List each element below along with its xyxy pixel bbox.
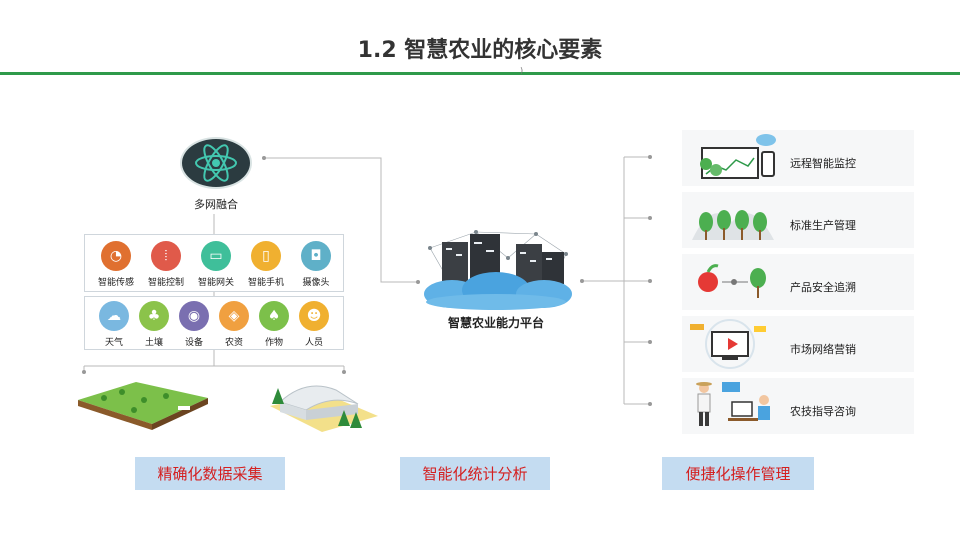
item-sensor: ◔ 智能传感 bbox=[93, 241, 139, 288]
item-people: ☻ 人员 bbox=[291, 301, 337, 348]
crop-icon: ♠ bbox=[259, 301, 289, 331]
card-remote-monitoring bbox=[682, 130, 914, 186]
item-device: ◉ 设备 bbox=[171, 301, 217, 348]
item-soil: ♣ 土壤 bbox=[131, 301, 177, 348]
section-data-collection: 精确化数据采集 bbox=[135, 457, 285, 490]
label-agri-consulting: 农技指导咨询 bbox=[790, 405, 856, 418]
item-gateway: ▭ 智能网关 bbox=[193, 241, 239, 288]
person-icon: ☻ bbox=[299, 301, 329, 331]
item-supplies: ◈ 农资 bbox=[211, 301, 257, 348]
hub-label: 多网融合 bbox=[194, 198, 238, 211]
item-crop: ♠ 作物 bbox=[251, 301, 297, 348]
device-icon: ◉ bbox=[179, 301, 209, 331]
camera-icon: ◘ bbox=[301, 241, 331, 271]
label-standard-production: 标准生产管理 bbox=[790, 219, 856, 232]
card-product-traceability bbox=[682, 254, 914, 310]
label-market-marketing: 市场网络营销 bbox=[790, 343, 856, 356]
section-operation-management: 便捷化操作管理 bbox=[662, 457, 814, 490]
sensor-icon: ◔ bbox=[101, 241, 131, 271]
label-remote-monitoring: 远程智能监控 bbox=[790, 157, 856, 170]
cloud-server-icon bbox=[424, 230, 572, 310]
network-hub-icon bbox=[180, 137, 252, 189]
bag-icon: ◈ bbox=[219, 301, 249, 331]
item-phone: ▯ 智能手机 bbox=[243, 241, 289, 288]
item-camera: ◘ 摄像头 bbox=[293, 241, 339, 288]
phone-icon: ▯ bbox=[251, 241, 281, 271]
monitor-icon bbox=[700, 134, 776, 179]
label-product-traceability: 产品安全追溯 bbox=[790, 281, 856, 294]
card-agri-consulting bbox=[682, 378, 914, 434]
title-divider bbox=[0, 72, 960, 75]
card-standard-production bbox=[682, 192, 914, 248]
item-weather: ☁ 天气 bbox=[91, 301, 137, 348]
sprout-icon: ♣ bbox=[139, 301, 169, 331]
consult-icon bbox=[696, 382, 770, 426]
gateway-icon: ▭ bbox=[201, 241, 231, 271]
section-statistical-analysis: 智能化统计分析 bbox=[400, 457, 550, 490]
cloud-icon: ☁ bbox=[99, 301, 129, 331]
marketing-icon bbox=[690, 319, 766, 369]
element-row: ☁ 天气 ♣ 土壤 ◉ 设备 ◈ 农资 ♠ 作物 ☻ 人员 bbox=[84, 296, 344, 350]
farm-field-illustration bbox=[78, 382, 208, 430]
platform-label: 智慧农业能力平台 bbox=[447, 316, 544, 330]
trace-icon bbox=[698, 264, 766, 298]
item-control: ⦙ 智能控制 bbox=[143, 241, 189, 288]
page-title: 1.2 智慧农业的核心要素 bbox=[357, 38, 603, 63]
greenhouse-illustration bbox=[270, 385, 378, 432]
device-row: ◔ 智能传感 ⦙ 智能控制 ▭ 智能网关 ▯ 智能手机 ◘ 摄像头 bbox=[84, 234, 344, 292]
production-icon bbox=[692, 210, 774, 240]
control-icon: ⦙ bbox=[151, 241, 181, 271]
card-market-marketing bbox=[682, 316, 914, 372]
title-mark: ) bbox=[520, 66, 524, 75]
